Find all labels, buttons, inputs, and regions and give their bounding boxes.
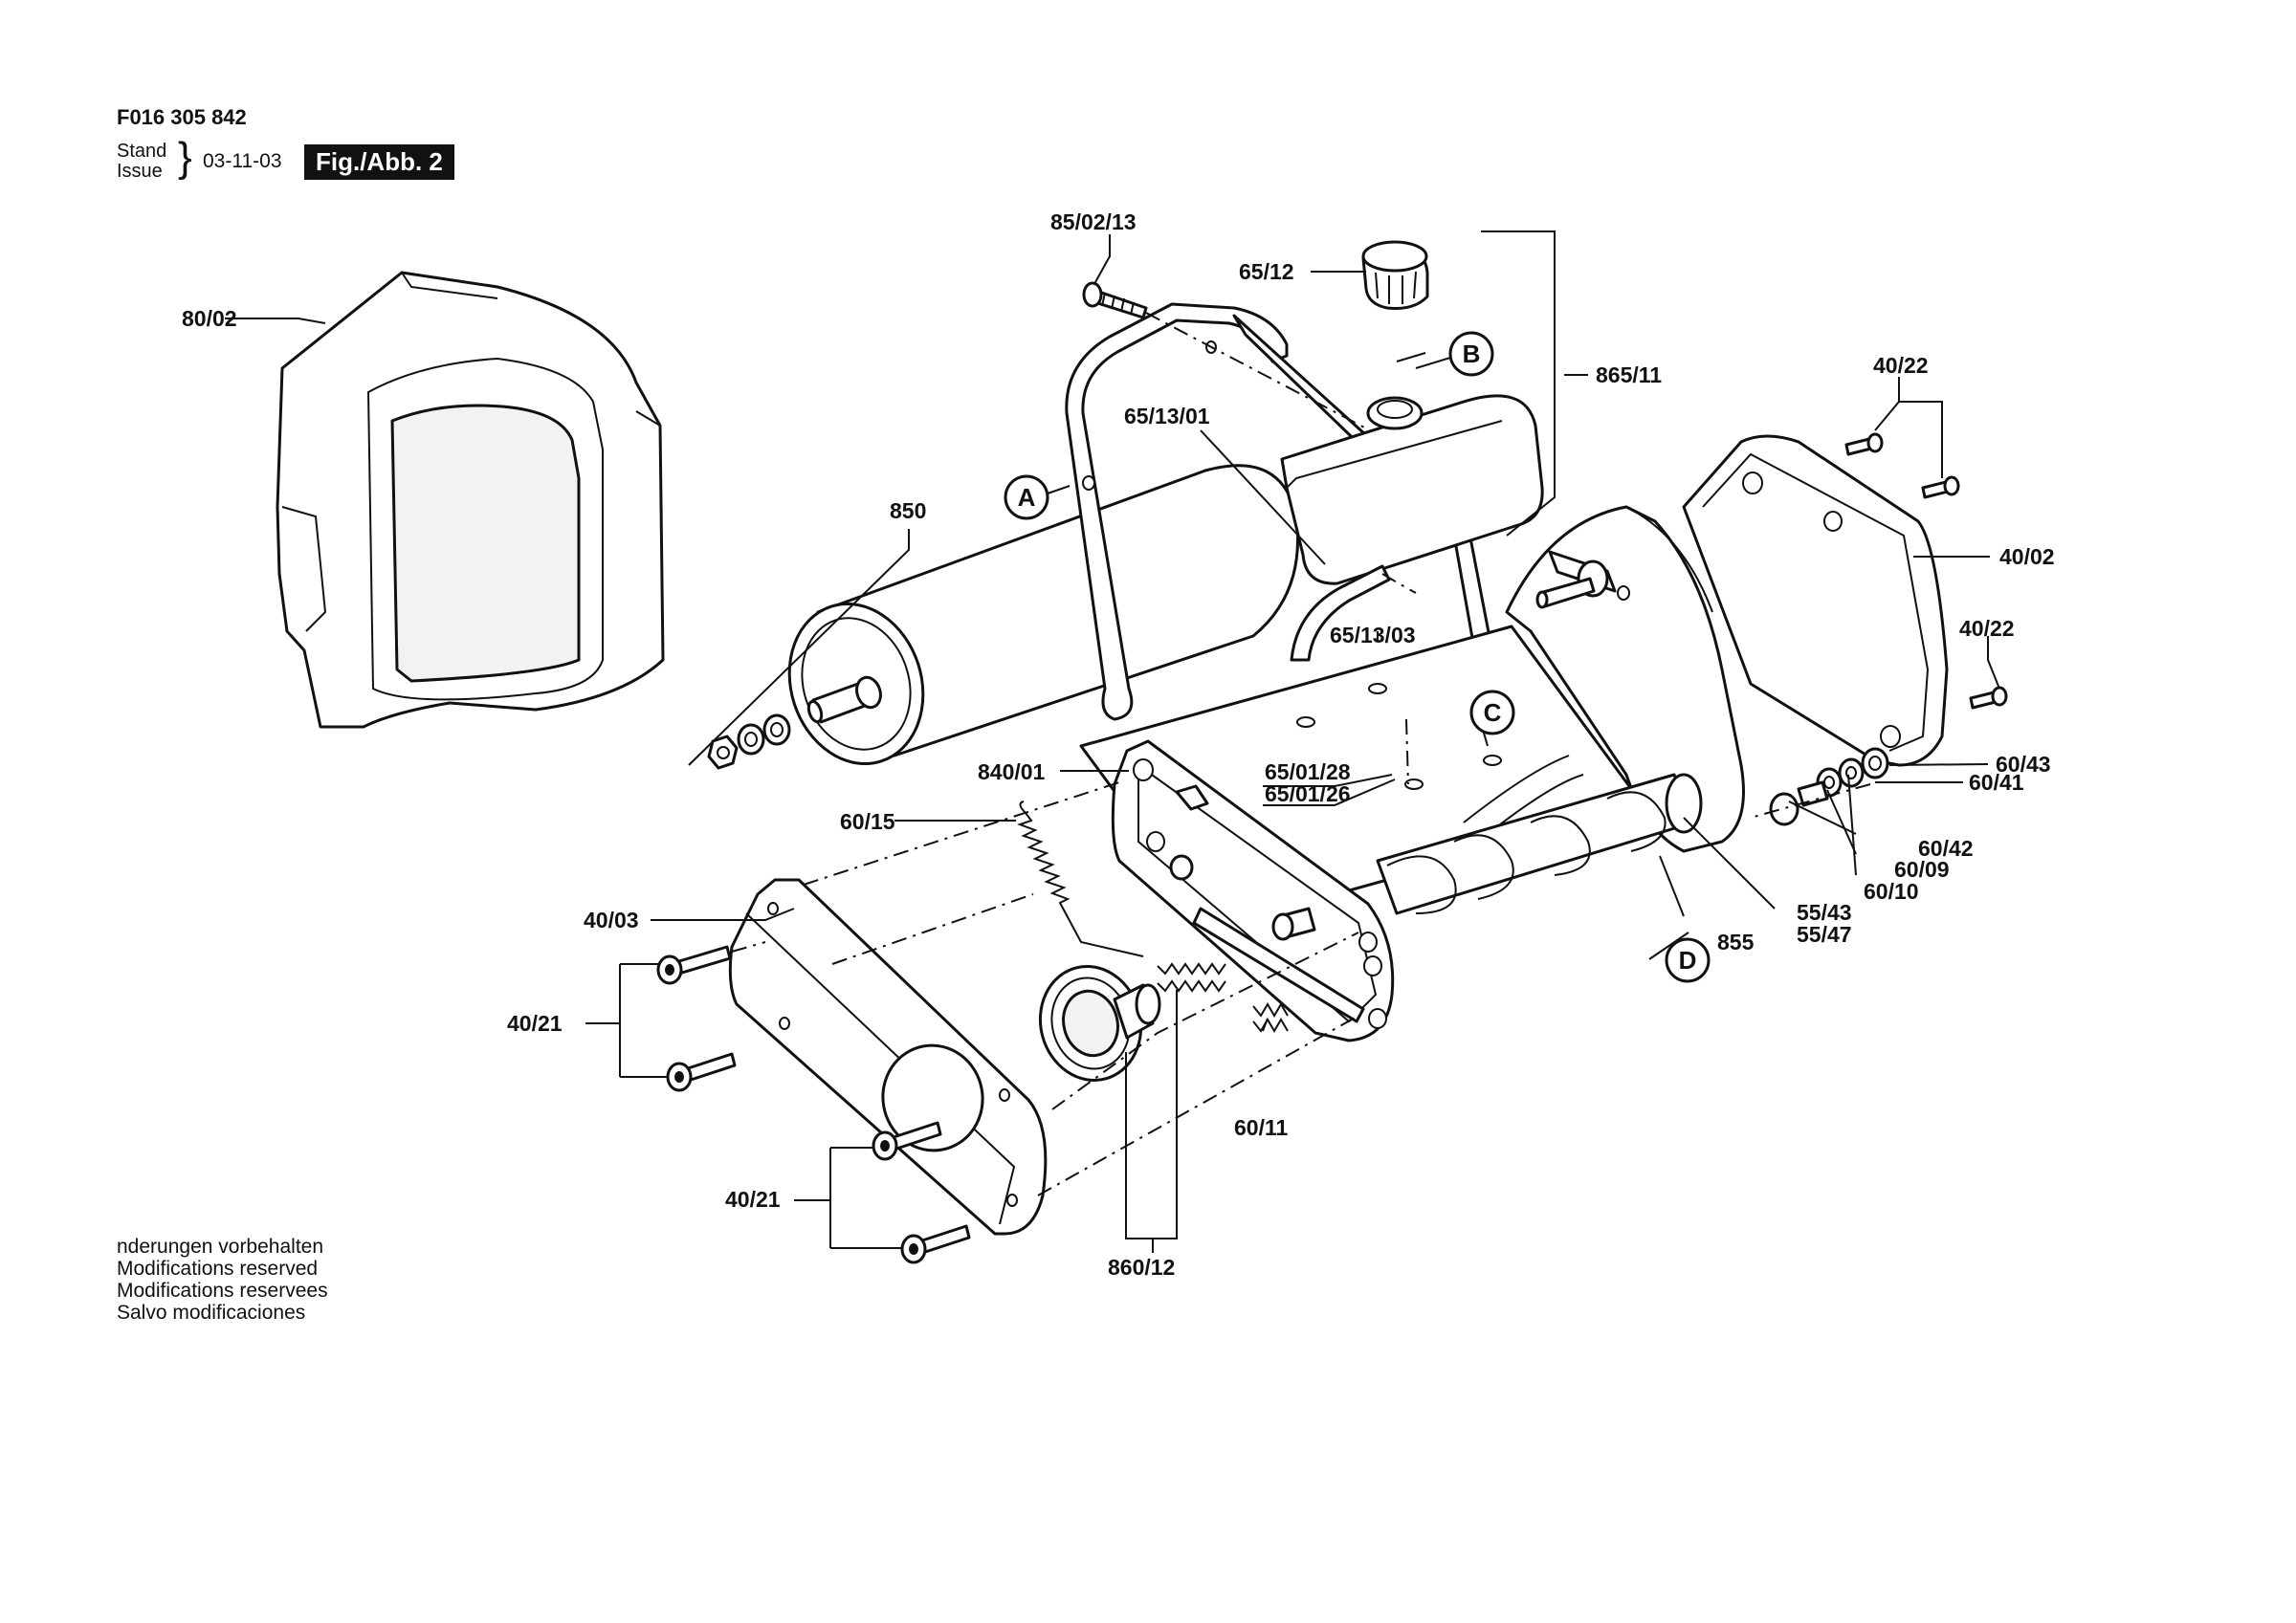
tension-spring-part bbox=[1017, 801, 1144, 957]
issue-date: 03-11-03 bbox=[203, 150, 282, 172]
screw-85-02-13 bbox=[1082, 281, 1148, 319]
right-axle-hardware bbox=[1769, 747, 1889, 826]
screw-40-21-d bbox=[900, 1224, 971, 1264]
callout-label: 60/09 bbox=[1894, 857, 1950, 882]
callout-label: 60/42 bbox=[1918, 836, 1974, 861]
footer-line: Modifications reserved bbox=[117, 1258, 319, 1280]
callout-label: 65/01/26 bbox=[1265, 781, 1351, 806]
roller-part bbox=[787, 464, 1300, 766]
left-side-plate-part bbox=[1111, 739, 1395, 1042]
drive-wheel-part bbox=[1038, 965, 1161, 1082]
tank-cap-part bbox=[1361, 240, 1429, 310]
callout-label: 65/13/03 bbox=[1330, 623, 1416, 647]
callout-label: 85/02/13 bbox=[1050, 209, 1137, 234]
right-side-cover-part bbox=[1682, 434, 1949, 767]
screw-40-22-top bbox=[1844, 432, 1884, 456]
callout-label: 40/21 bbox=[725, 1187, 781, 1212]
reference-marker-b: B bbox=[1415, 331, 1494, 377]
screw-40-22-right bbox=[1969, 686, 2008, 710]
callout-label: 65/13/01 bbox=[1124, 404, 1210, 428]
callout-label: 60/43 bbox=[1996, 752, 2051, 777]
callout-label: 855 bbox=[1717, 930, 1755, 954]
reference-letter: A bbox=[1018, 483, 1036, 512]
cutting-cylinder-part bbox=[1376, 773, 1703, 915]
callout-label: 60/11 bbox=[1234, 1115, 1288, 1140]
footer-line: Modifications reservees bbox=[117, 1280, 328, 1302]
callout-label: 55/43 bbox=[1797, 900, 1852, 925]
grass-box-part bbox=[276, 271, 665, 729]
callout-label: 60/10 bbox=[1864, 879, 1919, 904]
left-cover-part bbox=[728, 878, 1048, 1236]
callout-label: 40/22 bbox=[1959, 616, 2015, 641]
callout-label: 865/11 bbox=[1596, 362, 1662, 387]
issue-label: Issue bbox=[117, 161, 163, 182]
reference-letter: D bbox=[1679, 946, 1697, 975]
callout-label: 65/01/28 bbox=[1265, 759, 1351, 784]
callout-label: 840/01 bbox=[978, 759, 1046, 784]
callout-label: 40/21 bbox=[507, 1011, 563, 1036]
reference-marker-c: C bbox=[1469, 690, 1515, 735]
reference-marker-a: A bbox=[1004, 474, 1071, 520]
callout-label: 850 bbox=[890, 498, 926, 523]
footer-line: Salvo modificaciones bbox=[117, 1302, 306, 1324]
reference-marker-d: D bbox=[1665, 937, 1711, 983]
callout-label: 40/03 bbox=[584, 908, 639, 932]
brace-glyph: } bbox=[178, 134, 192, 181]
fuel-tank-part bbox=[1280, 394, 1544, 585]
footer-line: nderungen vorbehalten bbox=[117, 1236, 324, 1258]
callout-label: 65/12 bbox=[1239, 259, 1294, 284]
callout-label: 40/02 bbox=[1999, 544, 2055, 569]
callout-label: 80/02 bbox=[182, 306, 237, 331]
callout-label: 60/41 bbox=[1969, 770, 2024, 795]
assembly-centerlines bbox=[731, 312, 1871, 1196]
screw-40-22-mid bbox=[1921, 475, 1960, 499]
document-number: F016 305 842 bbox=[117, 105, 247, 129]
reference-letter: C bbox=[1484, 698, 1502, 727]
callout-label: 40/22 bbox=[1873, 353, 1929, 378]
screw-40-21-b bbox=[666, 1052, 737, 1092]
stand-label: Stand bbox=[117, 141, 167, 162]
figure-badge: Fig./Abb. 2 bbox=[304, 144, 454, 180]
footer-notes: nderungen vorbehalten Modifications rese… bbox=[117, 1236, 328, 1324]
screw-40-21-a bbox=[656, 945, 732, 985]
fuel-hose-part bbox=[1290, 564, 1391, 662]
roller-axle-nuts bbox=[707, 713, 791, 770]
bushing-part bbox=[1271, 907, 1316, 941]
compression-spring-part bbox=[1157, 962, 1289, 1033]
callout-label: 60/15 bbox=[840, 809, 895, 834]
reference-letter: B bbox=[1463, 340, 1481, 368]
screw-40-21-c bbox=[872, 1121, 942, 1161]
callout-label: 55/47 bbox=[1797, 922, 1852, 947]
leader-lines bbox=[225, 230, 2000, 1253]
callout-label: 860/12 bbox=[1108, 1255, 1175, 1280]
